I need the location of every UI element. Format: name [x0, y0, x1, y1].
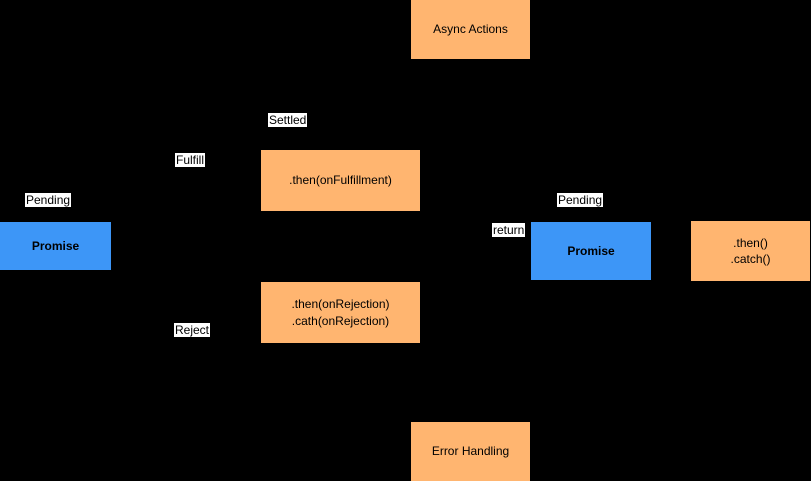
edge-label-pending-right: Pending: [557, 193, 604, 207]
node-then-onrejection-label: .then(onRejection): [291, 297, 390, 312]
node-promise-initial-label: Promise: [31, 238, 80, 253]
edge-label-settled: Settled: [268, 113, 308, 127]
node-then-catch[interactable]: .then() .catch(): [691, 221, 810, 281]
node-error-handling[interactable]: Error Handling: [411, 422, 530, 481]
node-then-onfulfillment-label: .then(onFulfillment): [289, 173, 392, 188]
node-then-label: .then(): [733, 235, 768, 250]
node-then-catch-rejection[interactable]: .then(onRejection) .cath(onRejection): [261, 282, 420, 343]
node-catch-label: .catch(): [730, 252, 771, 266]
node-async-actions[interactable]: Async Actions: [411, 0, 530, 59]
connector-async-to-fulfill: [419, 59, 471, 161]
node-promise-returned[interactable]: Promise: [531, 222, 651, 280]
edge-label-pending-left: Pending: [25, 193, 72, 207]
node-async-actions-label: Async Actions: [433, 22, 508, 37]
node-then-onfulfillment[interactable]: .then(onFulfillment): [261, 150, 420, 211]
connector-reject-to-promise: [419, 261, 532, 313]
node-cath-onrejection-label: .cath(onRejection): [291, 313, 390, 328]
edge-label-reject: Reject: [174, 323, 211, 337]
node-error-handling-label: Error Handling: [431, 444, 510, 459]
edge-label-return: return: [492, 223, 526, 237]
connector-promise-to-reject: [54, 270, 262, 333]
connector-reject-to-error: [419, 334, 471, 422]
node-promise-initial[interactable]: Promise: [0, 222, 111, 270]
connector-promise-to-fulfill: [54, 159, 262, 222]
node-promise-returned-label: Promise: [567, 243, 615, 258]
edge-label-fulfill: Fulfill: [175, 153, 206, 167]
